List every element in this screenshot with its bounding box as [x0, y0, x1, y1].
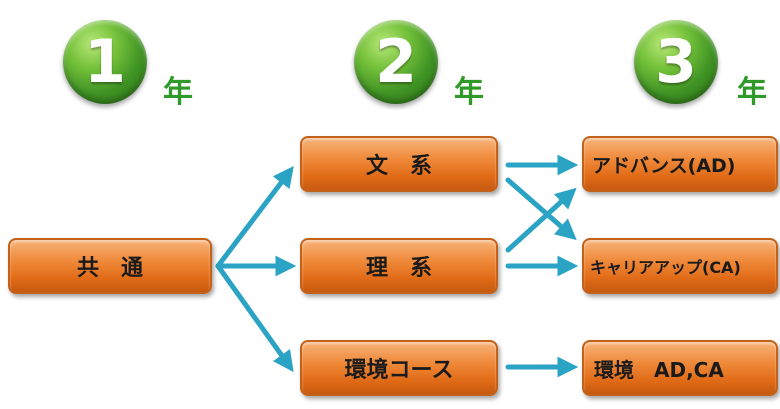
year-3-number: 3: [655, 27, 697, 97]
year-1-label: 年: [163, 75, 193, 110]
arrow-science-to-advance: [505, 187, 577, 253]
box-env-adca-label: 環境 AD,CA: [594, 357, 724, 382]
box-env-adca: 環境 AD,CA: [582, 340, 778, 396]
arrow-common-to-humanities: [215, 165, 294, 269]
box-environment-label: 環境コース: [344, 358, 454, 383]
box-common: 共 通: [8, 238, 212, 294]
arrow-common-to-environment: [215, 263, 294, 373]
arrow-humanities-to-careerup: [505, 177, 577, 241]
box-advance: アドバンス(AD): [582, 136, 778, 192]
box-common-label: 共 通: [76, 256, 143, 281]
year-2-number: 2: [375, 27, 417, 97]
box-advance-label: アドバンス(AD): [592, 154, 736, 177]
year-2-badge: 2: [354, 20, 438, 104]
box-careerup-label: キャリアアップ(CA): [590, 258, 741, 277]
box-science-label: 理 系: [365, 256, 432, 281]
box-humanities: 文 系: [300, 136, 498, 192]
box-humanities-label: 文 系: [365, 154, 432, 179]
box-careerup: キャリアアップ(CA): [582, 238, 778, 294]
box-science: 理 系: [300, 238, 498, 294]
year-3-badge: 3: [634, 20, 718, 104]
year-2-label: 年: [454, 75, 484, 110]
year-1-badge: 1: [63, 20, 147, 104]
year-1-number: 1: [84, 27, 126, 97]
year-3-label: 年: [737, 75, 767, 110]
box-environment: 環境コース: [300, 340, 498, 396]
